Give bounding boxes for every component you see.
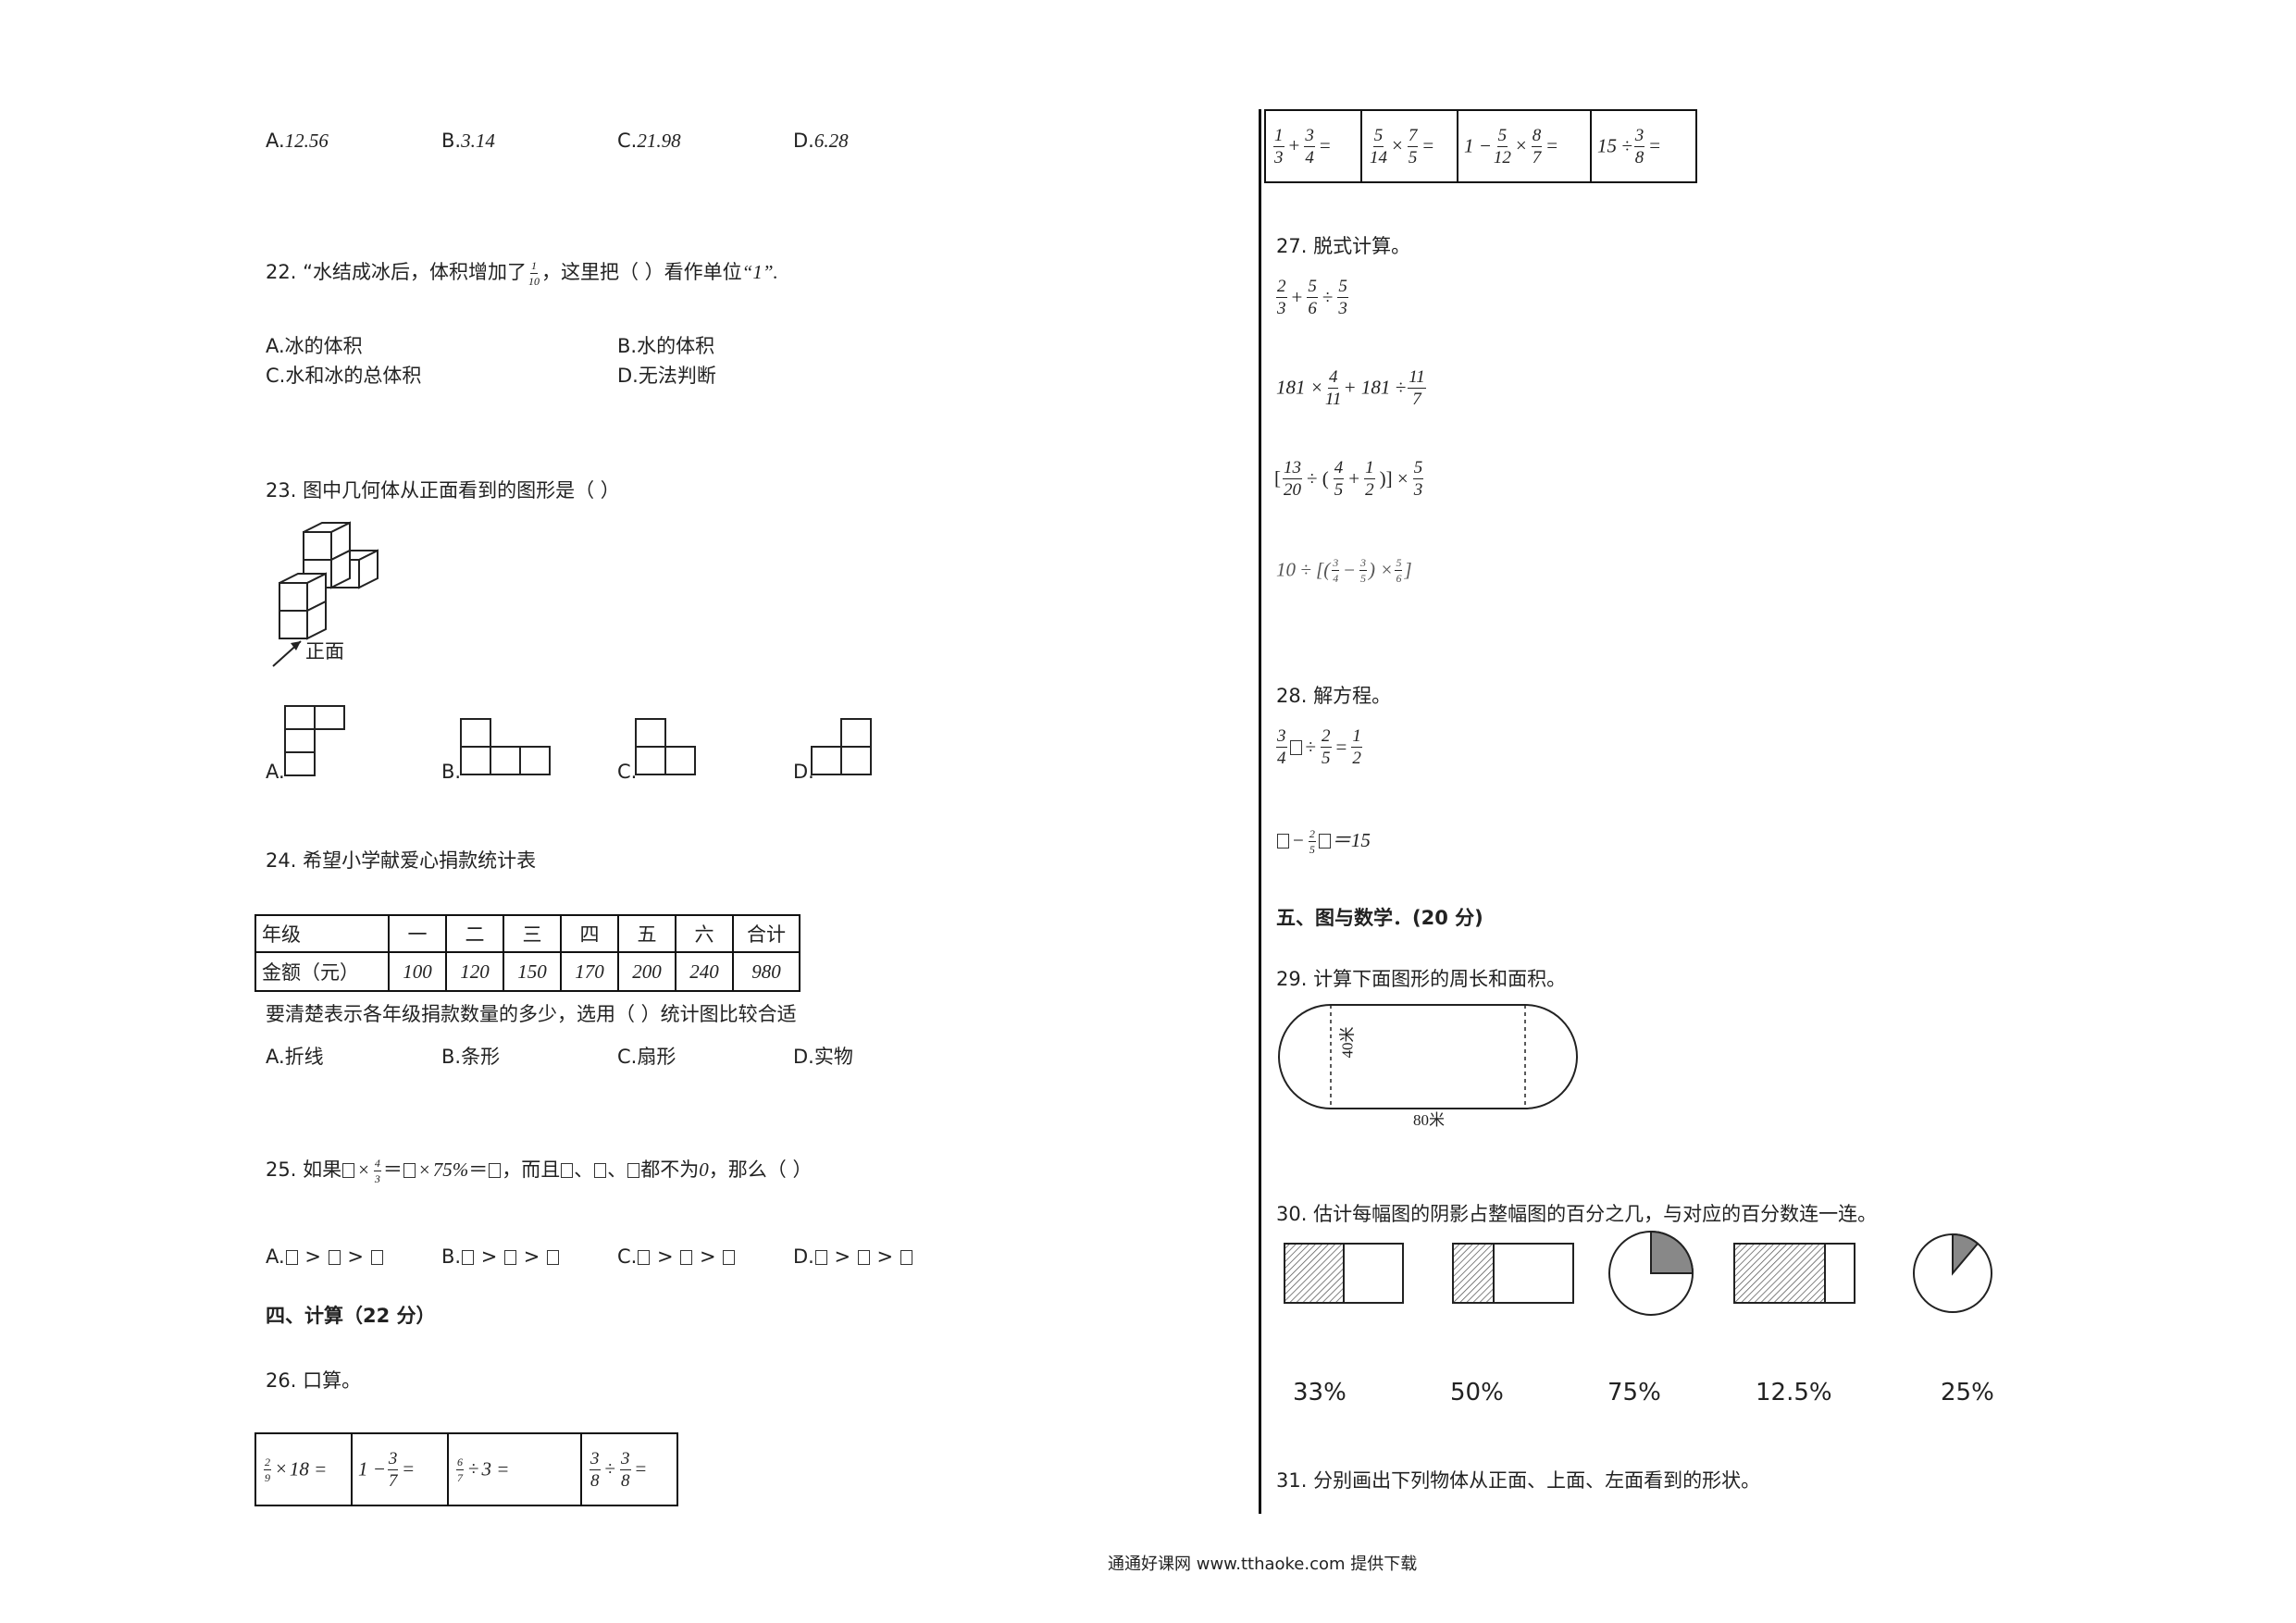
q24-stem: 24. 希望小学献爱心捐款统计表 [266, 849, 537, 872]
q24-header-cell: 年级 [254, 914, 390, 953]
q23-option-b-shape [460, 718, 551, 775]
q29-track-figure [1278, 1004, 1578, 1109]
q30-percent[interactable]: 33% [1293, 1379, 1347, 1406]
q24-value-cell: 980 [732, 951, 800, 992]
q24-header-cell: 合计 [732, 914, 800, 953]
q23-option-d-shape [811, 718, 872, 775]
q24-value-cell: 150 [503, 951, 562, 992]
section-4-title: 四、计算（22 分） [266, 1305, 436, 1327]
q29-width-label: 80米 [1413, 1111, 1445, 1129]
q24-header-cell: 六 [675, 914, 734, 953]
q28-stem: 28. 解方程。 [1276, 685, 1392, 707]
q24-value-row: 金额（元） 100 120 150 170 200 240 980 [254, 951, 800, 992]
q27-stem: 27. 脱式计算。 [1276, 235, 1411, 257]
q22-option-a[interactable]: A.冰的体积 [266, 335, 363, 357]
q26-stem: 26. 口算。 [266, 1369, 362, 1392]
q25-option-c[interactable]: C. > > [617, 1245, 736, 1268]
q23-stem: 23. 图中几何体从正面看到的图形是（ ） [266, 479, 620, 502]
q30-shapes [1284, 1230, 1992, 1316]
q23-option-d[interactable]: D. [793, 761, 814, 783]
q30-percent[interactable]: 50% [1450, 1379, 1504, 1406]
q30-shape-1 [1284, 1243, 1404, 1304]
q24-value-cell: 120 [445, 951, 504, 992]
q24-option-d[interactable]: D.实物 [793, 1046, 853, 1068]
q24-option-a[interactable]: A.折线 [266, 1046, 324, 1068]
q24-header-row: 年级 一 二 三 四 五 六 合计 [254, 914, 800, 953]
q22-option-d[interactable]: D.无法判断 [617, 365, 716, 387]
q22-option-b[interactable]: B.水的体积 [617, 335, 715, 357]
q21-option-b[interactable]: B.3.14 [441, 130, 495, 152]
section-5-title: 五、图与数学．(20 分) [1276, 907, 1483, 929]
q25-option-b[interactable]: B. > > [441, 1245, 560, 1268]
q23-front-label: 正面 [305, 640, 344, 663]
column-divider [1259, 109, 1261, 1514]
q22-option-c[interactable]: C.水和冰的总体积 [266, 365, 422, 387]
q30-shape-3 [1608, 1230, 1694, 1316]
q24-value-cell: 170 [560, 951, 619, 992]
q23-option-c-shape [635, 718, 696, 775]
q24-header-cell: 四 [560, 914, 619, 953]
q23-cube-figure [272, 521, 379, 667]
q24-value-cell: 100 [388, 951, 447, 992]
q24-value-cell: 240 [675, 951, 734, 992]
q30-shape-4 [1733, 1243, 1855, 1304]
q23-option-b[interactable]: B. [441, 761, 462, 783]
q24-question: 要清楚表示各年级捐款数量的多少，选用（ ）统计图比较合适 [266, 1003, 797, 1025]
q24-table: 年级 一 二 三 四 五 六 合计 金额（元） 100 120 150 170 … [254, 914, 800, 992]
q21-option-d[interactable]: D.6.28 [793, 130, 849, 152]
q30-percent[interactable]: 25% [1941, 1379, 1994, 1406]
q29-height-label: 40米 [1338, 1026, 1357, 1059]
q24-header-cell: 三 [503, 914, 562, 953]
q21-option-c[interactable]: C.21.98 [617, 130, 681, 152]
q24-row-label: 金额（元） [254, 951, 390, 992]
q30-percent[interactable]: 75% [1607, 1379, 1661, 1406]
q24-option-c[interactable]: C.扇形 [617, 1046, 676, 1068]
q24-header-cell: 一 [388, 914, 447, 953]
q23-option-a[interactable]: A. [266, 761, 285, 783]
q30-percent[interactable]: 12.5% [1756, 1379, 1832, 1406]
q24-value-cell: 200 [617, 951, 676, 992]
footer-text: 通通好课网 www.tthaoke.com 提供下载 [1108, 1555, 1418, 1574]
q25-option-d[interactable]: D. > > [793, 1245, 913, 1268]
q30-shape-5 [1913, 1233, 1992, 1313]
q24-header-cell: 五 [617, 914, 676, 953]
q25-option-a[interactable]: A. > > [266, 1245, 384, 1268]
q30-shape-2 [1452, 1243, 1574, 1304]
q31-stem: 31. 分别画出下列物体从正面、上面、左面看到的形状。 [1276, 1469, 1761, 1492]
q23-option-c[interactable]: C. [617, 761, 638, 783]
q21-option-a[interactable]: A.12.56 [266, 130, 329, 152]
q29-stem: 29. 计算下面图形的周长和面积。 [1276, 968, 1567, 990]
q30-stem: 30. 估计每幅图的阴影占整幅图的百分之几，与对应的百分数连一连。 [1276, 1203, 1878, 1225]
q23-option-a-shape [284, 705, 345, 776]
q24-option-b[interactable]: B.条形 [441, 1046, 501, 1068]
q24-header-cell: 二 [445, 914, 504, 953]
